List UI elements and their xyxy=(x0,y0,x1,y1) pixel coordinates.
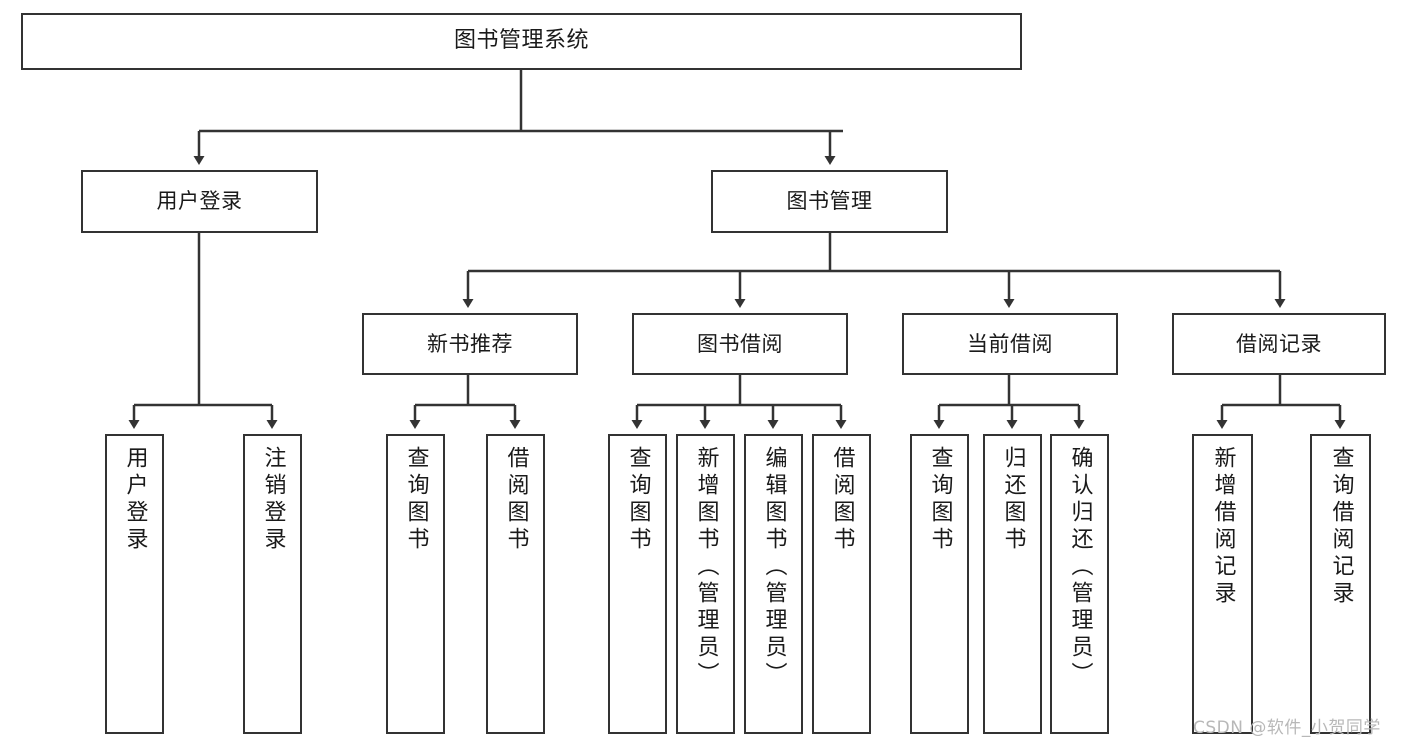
node-book-management-label: 图书管理 xyxy=(786,189,873,214)
node-current-borrow-label: 当前借阅 xyxy=(967,331,1053,356)
node-borrow-record-label: 借阅记录 xyxy=(1236,331,1322,356)
node-leaf-query-book-borrow[interactable]: 查询图书 xyxy=(608,434,667,734)
node-new-book-recommend[interactable]: 新书推荐 xyxy=(362,313,578,375)
node-user-login[interactable]: 用户登录 xyxy=(81,170,318,233)
node-leaf-return-book-label: 归还图书 xyxy=(1000,446,1026,554)
node-user-login-label: 用户登录 xyxy=(156,189,243,214)
node-leaf-add-book-admin-label: 新增图书（管理员） xyxy=(693,446,719,689)
node-leaf-user-login-label: 用户登录 xyxy=(122,446,148,554)
node-book-borrow[interactable]: 图书借阅 xyxy=(632,313,848,375)
node-leaf-query-book-rec[interactable]: 查询图书 xyxy=(386,434,445,734)
node-leaf-query-book-current-label: 查询图书 xyxy=(927,446,953,554)
node-leaf-user-logout[interactable]: 注销登录 xyxy=(243,434,302,734)
node-leaf-query-book-rec-label: 查询图书 xyxy=(403,446,429,554)
node-leaf-query-borrow-record[interactable]: 查询借阅记录 xyxy=(1310,434,1371,734)
node-leaf-query-book-borrow-label: 查询图书 xyxy=(625,446,651,554)
node-root-label: 图书管理系统 xyxy=(453,28,589,54)
node-leaf-edit-book-admin-label: 编辑图书（管理员） xyxy=(761,446,787,689)
node-borrow-record[interactable]: 借阅记录 xyxy=(1172,313,1386,375)
watermark: CSDN @软件_小贺同学 xyxy=(1193,718,1381,738)
node-leaf-add-borrow-record[interactable]: 新增借阅记录 xyxy=(1192,434,1253,734)
node-leaf-borrow-book[interactable]: 借阅图书 xyxy=(812,434,871,734)
node-book-management[interactable]: 图书管理 xyxy=(711,170,948,233)
node-root[interactable]: 图书管理系统 xyxy=(21,13,1022,70)
node-leaf-query-book-current[interactable]: 查询图书 xyxy=(910,434,969,734)
node-current-borrow[interactable]: 当前借阅 xyxy=(902,313,1118,375)
node-leaf-edit-book-admin[interactable]: 编辑图书（管理员） xyxy=(744,434,803,734)
node-leaf-confirm-return-admin[interactable]: 确认归还（管理员） xyxy=(1050,434,1109,734)
node-leaf-user-logout-label: 注销登录 xyxy=(260,446,286,554)
node-leaf-confirm-return-admin-label: 确认归还（管理员） xyxy=(1067,446,1093,689)
node-leaf-user-login[interactable]: 用户登录 xyxy=(105,434,164,734)
node-new-book-recommend-label: 新书推荐 xyxy=(427,331,513,356)
node-leaf-add-borrow-record-label: 新增借阅记录 xyxy=(1210,446,1236,608)
node-leaf-query-borrow-record-label: 查询借阅记录 xyxy=(1328,446,1354,608)
node-leaf-borrow-book-rec[interactable]: 借阅图书 xyxy=(486,434,545,734)
node-leaf-borrow-book-rec-label: 借阅图书 xyxy=(503,446,529,554)
node-leaf-borrow-book-label: 借阅图书 xyxy=(829,446,855,554)
node-leaf-return-book[interactable]: 归还图书 xyxy=(983,434,1042,734)
node-book-borrow-label: 图书借阅 xyxy=(697,331,783,356)
node-leaf-add-book-admin[interactable]: 新增图书（管理员） xyxy=(676,434,735,734)
